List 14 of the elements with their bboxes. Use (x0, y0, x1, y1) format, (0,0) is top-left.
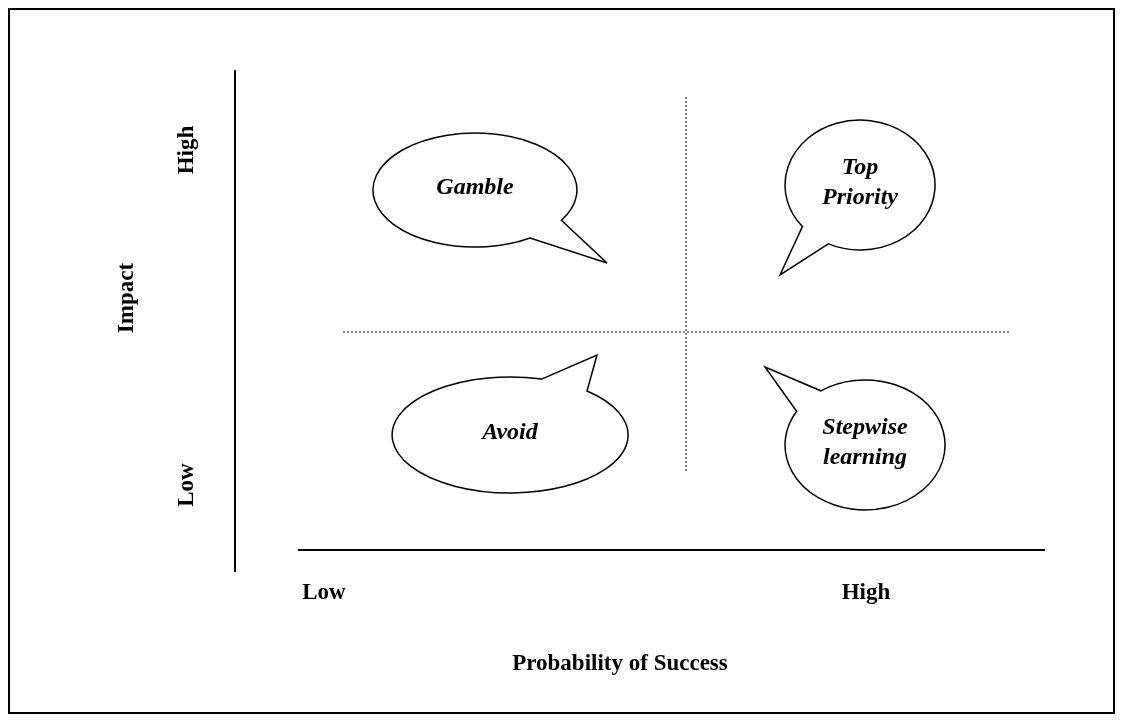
speech-bubble (763, 365, 947, 512)
speech-bubble (390, 353, 630, 495)
axis-tick-label: High (841, 579, 891, 605)
bubble-text: Top Priority (821, 152, 899, 211)
axis-tick-label: Low (173, 463, 199, 507)
bubble-text: Stepwise learning (821, 412, 909, 471)
axis-tick-label: High (173, 125, 199, 175)
axis-title: Probability of Success (512, 650, 728, 676)
bubble-text: Avoid (480, 417, 539, 446)
speech-bubble (778, 118, 937, 277)
bubble-text: Gamble (435, 172, 515, 201)
axis-tick-label: Low (302, 579, 346, 605)
speech-bubble (371, 131, 609, 265)
axis-title: Impact (113, 262, 139, 334)
